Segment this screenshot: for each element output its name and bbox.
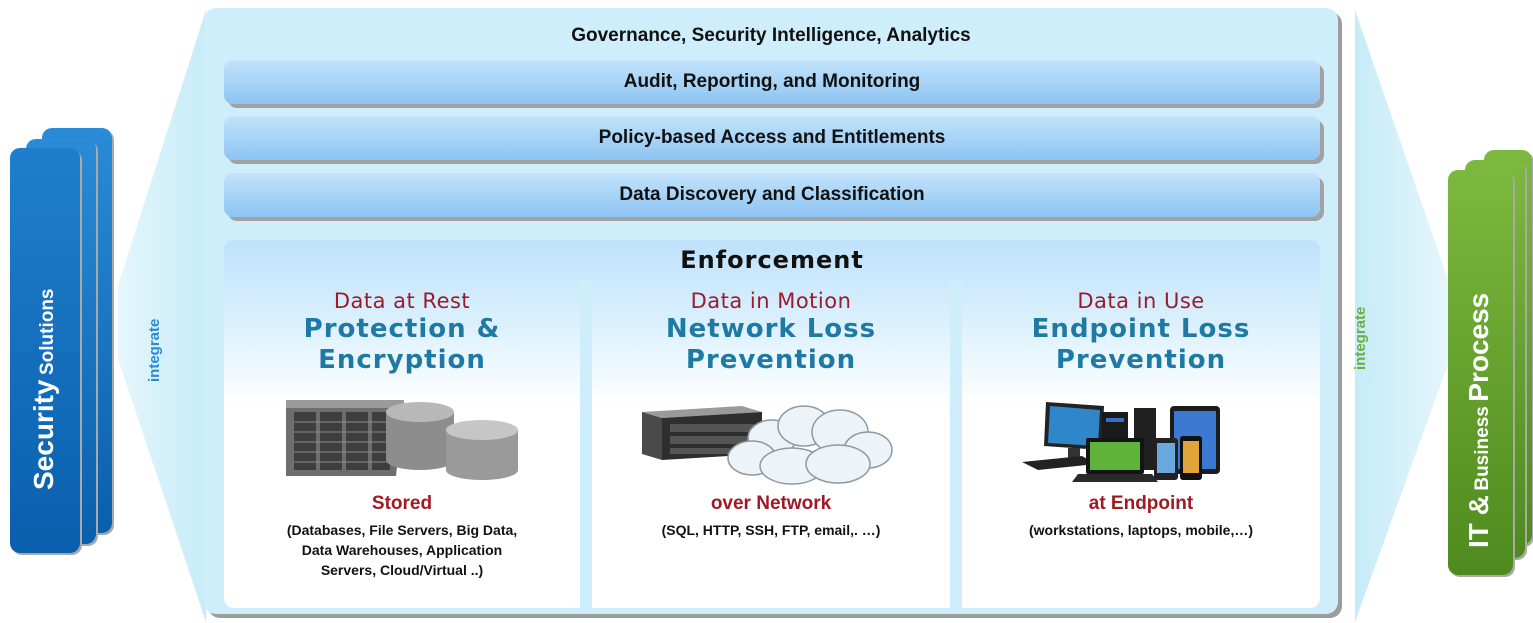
- network-heading-line1: Network Loss: [665, 314, 877, 344]
- right-connector-wedge: [1355, 10, 1450, 622]
- data-at-rest-subtitle: Data at Rest: [333, 289, 471, 313]
- process-word: Process: [1463, 292, 1494, 402]
- governance-panel: Governance, Security Intelligence, Analy…: [204, 8, 1338, 614]
- data-discovery-bar: Data Discovery and Classification: [224, 173, 1320, 217]
- integrate-right-label: integrate: [1352, 306, 1369, 370]
- network-desc-line: (SQL, HTTP, SSH, FTP, email,. …): [661, 522, 881, 538]
- security-solutions-label: Security Solutions: [28, 288, 60, 490]
- governance-title: Governance, Security Intelligence, Analy…: [571, 25, 971, 46]
- solutions-word: Solutions: [37, 288, 58, 376]
- cloud-icon: [727, 405, 893, 485]
- it-business-process-label: IT & Business Process: [1463, 293, 1495, 548]
- endpoint-heading-line1: Endpoint Loss: [1031, 314, 1251, 344]
- endpoint-heading-line2: Prevention: [1055, 345, 1227, 375]
- data-in-use-column: Data in Use Endpoint Loss Prevention: [962, 288, 1320, 608]
- laptop-icon: [1072, 438, 1158, 482]
- smartphone-icon: [1154, 436, 1202, 480]
- protection-heading-line2: Encryption: [318, 345, 486, 375]
- stored-label: Stored: [371, 493, 433, 514]
- at-endpoint-label: at Endpoint: [1088, 493, 1194, 514]
- data-in-motion-column: Data in Motion Network Loss Prevention: [592, 288, 950, 608]
- network-description: (SQL, HTTP, SSH, FTP, email,. …): [592, 520, 950, 540]
- endpoint-devices-illustration: [1022, 402, 1220, 482]
- column-separator: [580, 280, 592, 608]
- stored-desc-line: Data Warehouses, Application: [301, 542, 503, 558]
- network-heading-line2: Prevention: [685, 345, 857, 375]
- stored-description: (Databases, File Servers, Big Data, Data…: [224, 520, 580, 580]
- database-cylinder-icon: [386, 402, 454, 470]
- stored-desc-line: Servers, Cloud/Virtual ..): [320, 562, 484, 578]
- security-stack-front: [10, 148, 80, 553]
- endpoint-desc-line: (workstations, laptops, mobile,…): [1028, 522, 1254, 538]
- it-and-word: IT &: [1463, 495, 1494, 548]
- network-illustration: [642, 405, 893, 485]
- integrate-left-label: integrate: [146, 318, 163, 382]
- left-connector-wedge: [118, 10, 206, 622]
- enforcement-title: Enforcement: [680, 246, 864, 274]
- business-stack-front: [1448, 170, 1513, 575]
- protection-heading-line1: Protection &: [303, 314, 501, 344]
- data-in-motion-subtitle: Data in Motion: [690, 289, 852, 313]
- security-word: Security: [28, 379, 59, 491]
- endpoint-description: (workstations, laptops, mobile,…): [962, 520, 1320, 540]
- policy-access-bar: Policy-based Access and Entitlements: [224, 116, 1320, 160]
- data-in-use-subtitle: Data in Use: [1077, 289, 1205, 313]
- enforcement-section: Enforcement Data at Rest Protection & En…: [224, 240, 1320, 608]
- audit-reporting-bar: Audit, Reporting, and Monitoring: [224, 60, 1320, 104]
- column-separator: [950, 280, 962, 608]
- data-at-rest-column: Data at Rest Protection & Encryption: [224, 288, 580, 608]
- server-rack-icon: [286, 400, 404, 476]
- stored-desc-line: (Databases, File Servers, Big Data,: [286, 522, 518, 538]
- business-word: Business: [1472, 406, 1493, 491]
- over-network-label: over Network: [710, 493, 832, 514]
- server-storage-illustration: [286, 400, 518, 480]
- database-cylinder-icon: [446, 420, 518, 480]
